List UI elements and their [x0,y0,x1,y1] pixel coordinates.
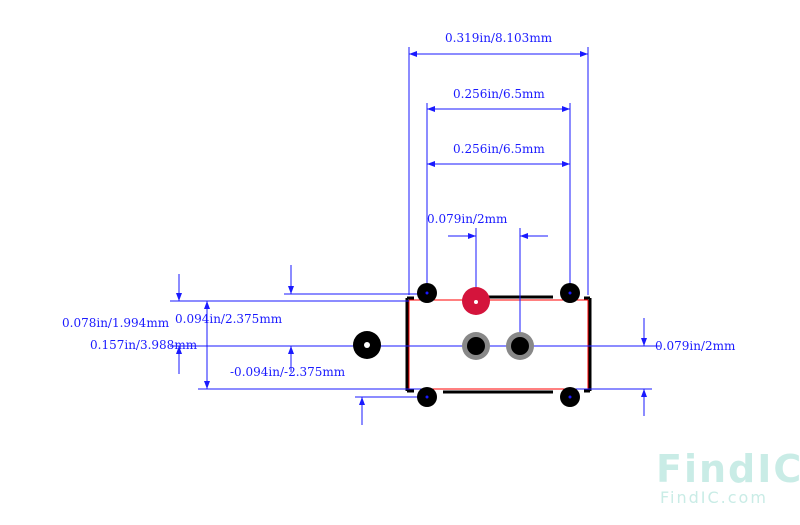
pin-pad-center [511,337,529,355]
dim-top-pitch-b: 0.256in/6.5mm [453,142,545,156]
body-outline [408,299,589,390]
dim-left-d: -0.094in/-2.375mm [230,365,346,379]
dim-right-a: 0.079in/2mm [655,339,736,353]
pin-pad-center [467,337,485,355]
dimension-lines [170,47,660,425]
dim-top-overall: 0.319in/8.103mm [445,31,553,45]
dim-left-a: 0.078in/1.994mm [62,316,170,330]
dim-left-b: 0.094in/2.375mm [175,312,283,326]
watermark-url: FindIC.com [660,488,768,507]
dimension-arrows [176,51,647,405]
dim-left-c: 0.157in/3.988mm [90,338,198,352]
pads [353,283,580,407]
dim-pin-pitch: 0.079in/2mm [427,212,508,226]
component-outline [405,295,592,394]
watermark-logo: FindIC [656,447,800,491]
dim-top-pitch-a: 0.256in/6.5mm [453,87,545,101]
